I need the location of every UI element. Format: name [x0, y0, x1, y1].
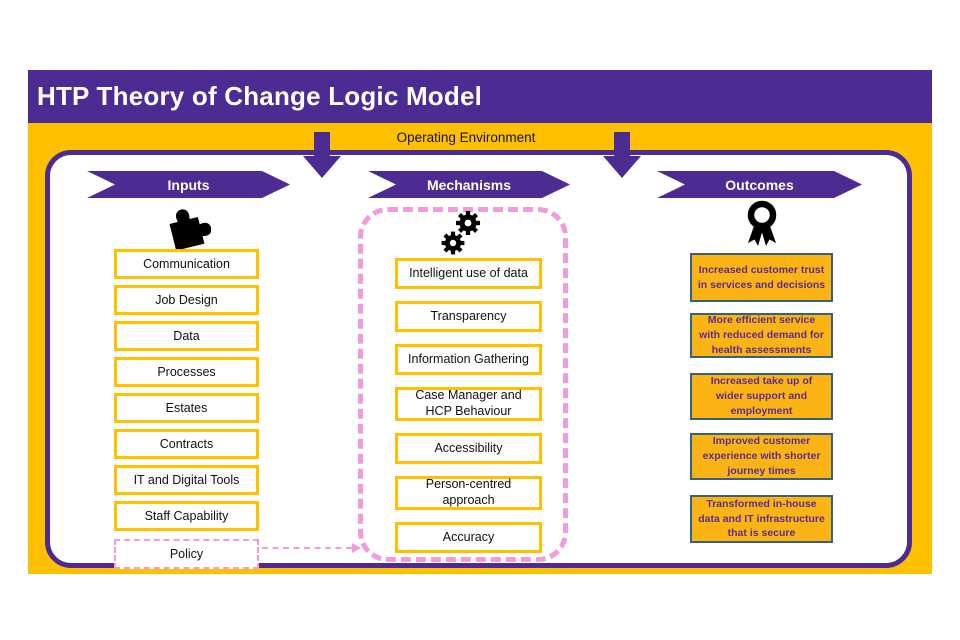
- input-box: Data: [114, 321, 259, 351]
- mechanisms-column: Intelligent use of data Transparency Inf…: [395, 258, 542, 565]
- logic-model-diagram: HTP Theory of Change Logic Model Operati…: [28, 70, 932, 574]
- mechanisms-dashed-outline: [358, 207, 568, 562]
- award-icon: [743, 200, 781, 255]
- mechanism-box: Accuracy: [395, 522, 542, 553]
- page-title: HTP Theory of Change Logic Model: [37, 81, 483, 111]
- model-panel: Inputs Mechanisms Outcomes: [45, 150, 912, 569]
- column-header-outcomes: Outcomes: [657, 171, 862, 198]
- mechanism-box: Person-centred approach: [395, 476, 542, 510]
- input-box: Staff Capability: [114, 501, 259, 531]
- mechanism-box: Transparency: [395, 301, 542, 332]
- outcome-box: Increased take up of wider support and e…: [690, 373, 833, 420]
- outcome-box: Increased customer trust in services and…: [690, 253, 833, 302]
- outcomes-column: Increased customer trust in services and…: [690, 253, 833, 543]
- puzzle-icon: [163, 201, 212, 254]
- input-box: Job Design: [114, 285, 259, 315]
- mechanism-box: Accessibility: [395, 433, 542, 464]
- input-box-policy: Policy: [114, 539, 259, 569]
- input-box: Contracts: [114, 429, 259, 459]
- mechanism-box: Intelligent use of data: [395, 258, 542, 289]
- mechanism-box: Case Manager and HCP Behaviour: [395, 387, 542, 421]
- mechanism-box: Information Gathering: [395, 344, 542, 375]
- outcome-box: Improved customer experience with shorte…: [690, 433, 833, 480]
- gears-icon: [439, 209, 485, 264]
- outcome-box: More efficient service with reduced dema…: [690, 313, 833, 358]
- input-box: Processes: [114, 357, 259, 387]
- diagram-body: Operating Environment Inputs Mechanisms …: [28, 123, 932, 574]
- input-box: Communication: [114, 249, 259, 279]
- connector-arrowhead-icon: [352, 542, 361, 553]
- input-box: Estates: [114, 393, 259, 423]
- policy-connector-line: [262, 542, 361, 553]
- outcome-box: Transformed in-house data and IT infrast…: [690, 495, 833, 543]
- inputs-column: Communication Job Design Data Processes …: [114, 249, 259, 575]
- operating-environment-label: Operating Environment: [396, 130, 536, 145]
- input-box: IT and Digital Tools: [114, 465, 259, 495]
- column-header-mechanisms: Mechanisms: [368, 171, 570, 198]
- column-header-inputs: Inputs: [87, 171, 290, 198]
- title-bar: HTP Theory of Change Logic Model: [28, 70, 932, 123]
